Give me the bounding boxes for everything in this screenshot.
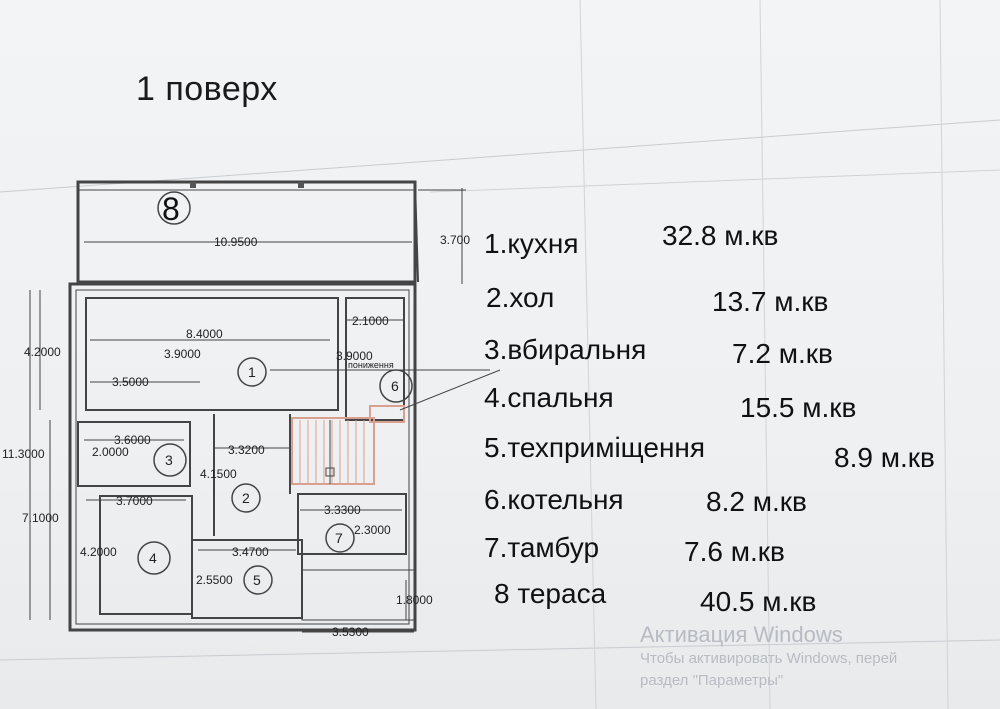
legend-label-2: 2.хол xyxy=(486,282,555,313)
dim-terrace-depth: 3.700 xyxy=(440,233,470,247)
dim-boiler-width: 2.1000 xyxy=(352,314,389,328)
watermark-line-1: Чтобы активировать Windows, перей xyxy=(640,650,898,667)
dim-terrace-width: 10.9500 xyxy=(214,235,258,249)
legend-area-6: 8.2 м.кв xyxy=(706,486,807,517)
dim-bedroom-width: 3.7000 xyxy=(116,494,153,508)
house-walls xyxy=(68,282,417,632)
room-number-5: 5 xyxy=(253,572,261,588)
room-number-1: 1 xyxy=(248,364,256,380)
legend-label-5: 5.техприміщення xyxy=(484,432,706,463)
dim-closet-width: 3.6000 xyxy=(114,433,151,447)
staircase xyxy=(291,405,405,485)
room-number-2: 2 xyxy=(242,490,250,506)
watermark-line-2: раздел "Параметры" xyxy=(640,672,784,689)
dim-tech-depth: 2.5500 xyxy=(196,573,233,587)
dim-kitchen-inner: 3.9000 xyxy=(164,347,201,361)
dim-kitchen-left: 3.5000 xyxy=(112,375,149,389)
dim-vest-width: 3.3300 xyxy=(324,503,361,517)
legend-area-2: 13.7 м.кв xyxy=(712,286,829,317)
dimension-labels: 10.9500 3.700 8.4000 3.9000 3.5000 2.100… xyxy=(2,233,470,639)
room-number-7: 7 xyxy=(335,530,343,546)
watermark-title: Активация Windows xyxy=(640,622,843,647)
room-number-4: 4 xyxy=(149,550,157,566)
legend-area-3: 7.2 м.кв xyxy=(732,338,833,369)
room-number-8: 8 xyxy=(162,191,180,227)
dim-hall-width: 3.3200 xyxy=(228,443,265,457)
dim-hall-depth: 4.1500 xyxy=(200,467,237,481)
legend-label-3: 3.вбиральня xyxy=(484,334,647,365)
dim-lower-height: 7.1000 xyxy=(22,511,59,525)
dim-porch-width: 3.5300 xyxy=(332,625,369,639)
windows-activation-watermark: Активация Windows Чтобы активировать Win… xyxy=(640,622,897,692)
room-markers: 8 1 2 3 4 5 6 7 xyxy=(137,191,413,595)
dim-tech-width: 3.4700 xyxy=(232,545,269,559)
legend-area-4: 15.5 м.кв xyxy=(740,392,857,423)
legend-area-5: 8.9 м.кв xyxy=(834,442,935,473)
terrace-outline xyxy=(76,180,466,284)
dim-bedroom-depth: 4.2000 xyxy=(80,545,117,559)
dim-total-height: 11.3000 xyxy=(2,447,45,461)
dim-closet-depth: 2.0000 xyxy=(92,445,129,459)
dim-kitchen-width: 8.4000 xyxy=(186,327,223,341)
legend-label-8: 8 тераса xyxy=(494,578,607,609)
legend-label-1: 1.кухня xyxy=(484,228,579,259)
dimension-lines xyxy=(29,188,501,633)
note-lowered: пониження xyxy=(348,360,394,370)
dim-boiler-depth: 3.9000 xyxy=(336,349,373,363)
floor-title: 1 поверх xyxy=(136,70,278,108)
room-number-3: 3 xyxy=(165,452,173,468)
legend-label-7: 7.тамбур xyxy=(484,532,600,563)
dim-porch-depth: 1.8000 xyxy=(396,593,433,607)
legend-label-6: 6.котельня xyxy=(484,484,624,515)
legend-label-4: 4.спальня xyxy=(484,382,614,413)
legend-area-8: 40.5 м.кв xyxy=(700,586,817,617)
dim-vest-depth: 2.3000 xyxy=(354,523,391,537)
legend-area-7: 7.6 м.кв xyxy=(684,536,785,567)
dim-left-upper: 4.2000 xyxy=(24,345,61,359)
legend-area-1: 32.8 м.кв xyxy=(662,220,779,251)
room-number-6: 6 xyxy=(391,378,399,394)
